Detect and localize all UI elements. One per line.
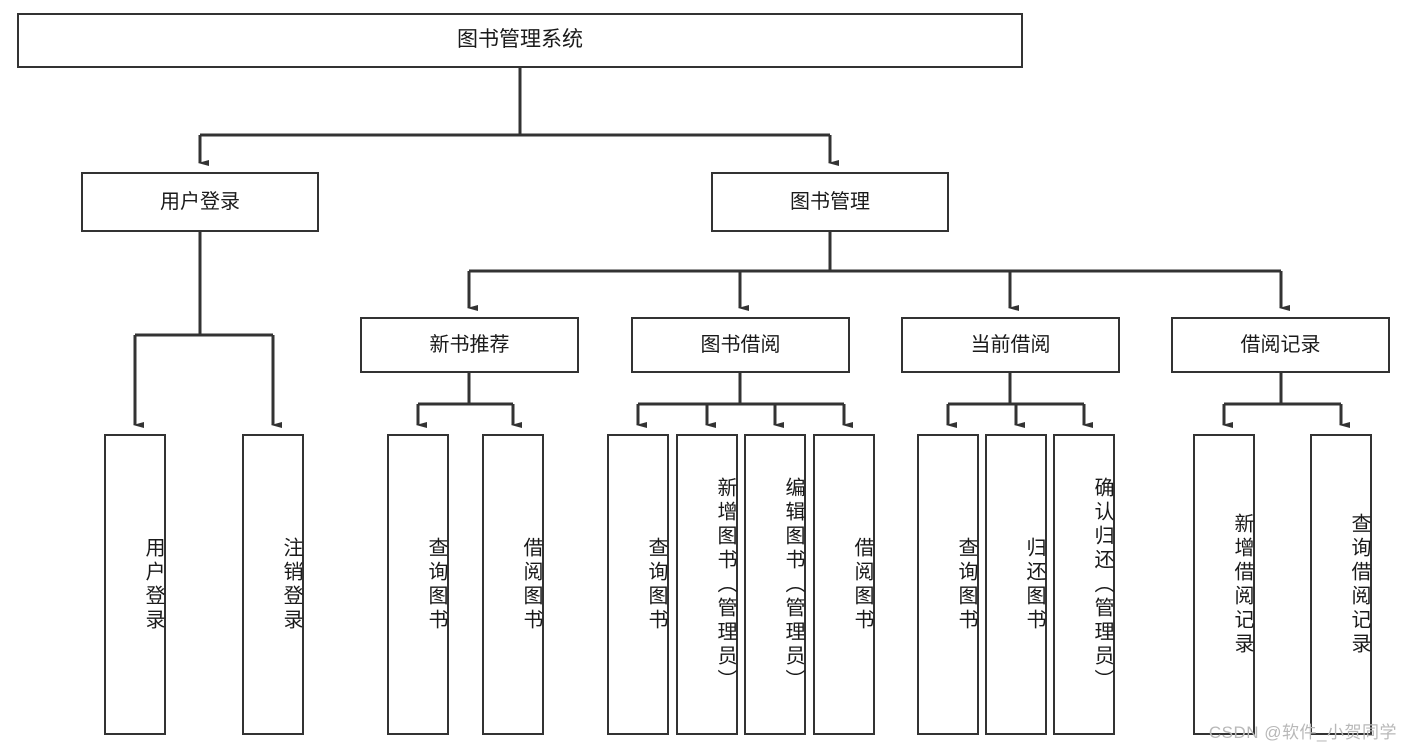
node-new-book-recommend[interactable]: 新书推荐 bbox=[360, 317, 579, 373]
leaf-node-label: 确认归还（管理员） bbox=[1091, 476, 1113, 693]
leaf-node[interactable]: 新增图书（管理员） bbox=[676, 434, 738, 735]
leaf-node[interactable]: 归还图书 bbox=[985, 434, 1047, 735]
node-root[interactable]: 图书管理系统 bbox=[17, 13, 1023, 68]
leaf-node[interactable]: 用户登录 bbox=[104, 434, 166, 735]
leaf-node[interactable]: 查询图书 bbox=[917, 434, 979, 735]
node-book-borrow[interactable]: 图书借阅 bbox=[631, 317, 850, 373]
node-new-book-recommend-label: 新书推荐 bbox=[429, 333, 510, 356]
leaf-node-label: 归还图书 bbox=[1023, 536, 1045, 633]
watermark: CSDN @软件_小贺同学 bbox=[1208, 723, 1397, 742]
leaf-node[interactable]: 新增借阅记录 bbox=[1193, 434, 1255, 735]
leaf-node-label: 新增图书（管理员） bbox=[714, 476, 736, 693]
leaf-node[interactable]: 借阅图书 bbox=[813, 434, 875, 735]
leaf-node[interactable]: 查询图书 bbox=[387, 434, 449, 735]
leaf-node-label: 查询借阅记录 bbox=[1348, 512, 1370, 657]
node-current-borrow[interactable]: 当前借阅 bbox=[901, 317, 1120, 373]
leaf-node[interactable]: 确认归还（管理员） bbox=[1053, 434, 1115, 735]
node-user-login-label: 用户登录 bbox=[160, 190, 240, 213]
node-borrow-record-label: 借阅记录 bbox=[1240, 333, 1321, 356]
node-user-login[interactable]: 用户登录 bbox=[81, 172, 319, 232]
leaf-node-label: 查询图书 bbox=[425, 536, 447, 633]
node-current-borrow-label: 当前借阅 bbox=[970, 333, 1051, 356]
leaf-node-label: 注销登录 bbox=[280, 536, 302, 633]
leaf-node[interactable]: 查询借阅记录 bbox=[1310, 434, 1372, 735]
node-book-borrow-label: 图书借阅 bbox=[700, 333, 781, 356]
leaf-node-label: 查询图书 bbox=[955, 536, 977, 633]
leaf-node-label: 编辑图书（管理员） bbox=[782, 476, 804, 693]
leaf-node[interactable]: 编辑图书（管理员） bbox=[744, 434, 806, 735]
leaf-node[interactable]: 注销登录 bbox=[242, 434, 304, 735]
leaf-node-label: 借阅图书 bbox=[520, 536, 542, 633]
leaf-node[interactable]: 借阅图书 bbox=[482, 434, 544, 735]
leaf-node-label: 借阅图书 bbox=[851, 536, 873, 633]
leaf-node-label: 查询图书 bbox=[645, 536, 667, 633]
leaf-node[interactable]: 查询图书 bbox=[607, 434, 669, 735]
leaf-node-label: 新增借阅记录 bbox=[1231, 512, 1253, 657]
leaf-node-label: 用户登录 bbox=[142, 536, 164, 633]
node-book-management-label: 图书管理 bbox=[790, 190, 870, 213]
node-root-label: 图书管理系统 bbox=[457, 28, 583, 52]
node-borrow-record[interactable]: 借阅记录 bbox=[1171, 317, 1390, 373]
node-book-management[interactable]: 图书管理 bbox=[711, 172, 949, 232]
